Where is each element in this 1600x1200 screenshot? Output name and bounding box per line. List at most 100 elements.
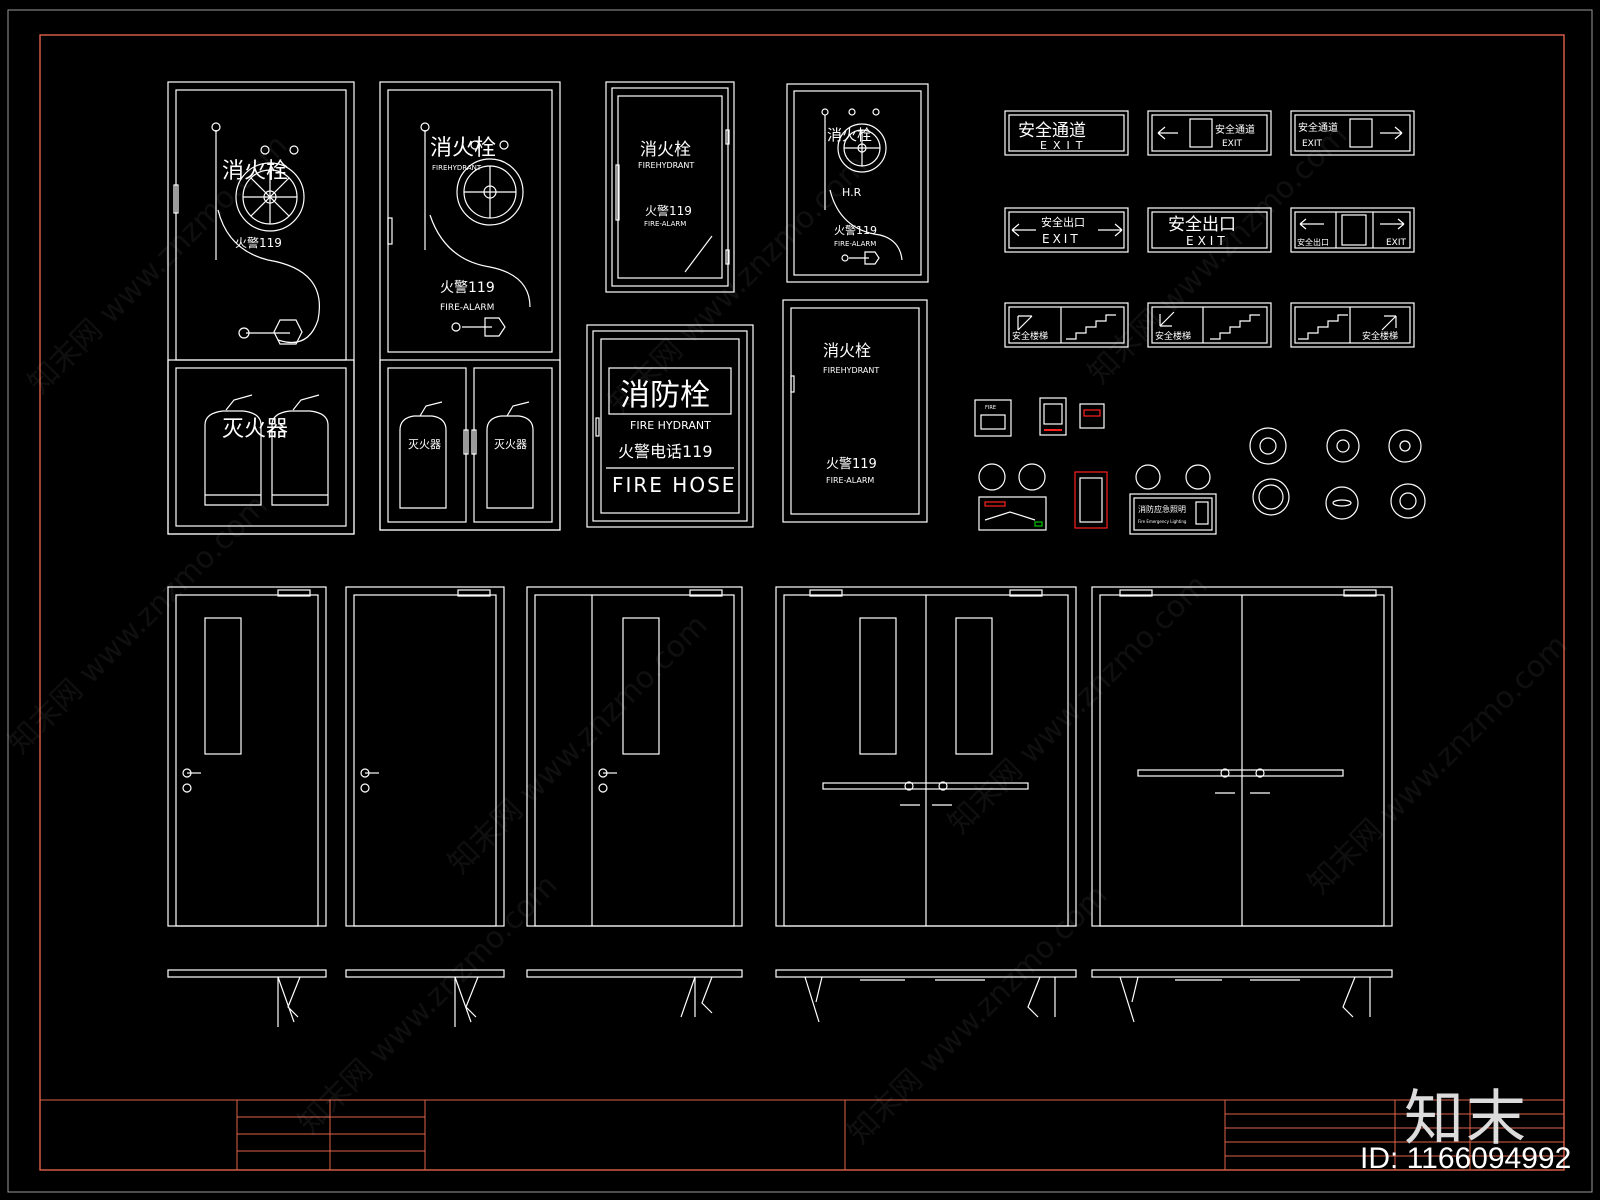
cabinet-1-alarm: 火警119 bbox=[235, 235, 282, 250]
emergency-lighting-icon: 消防应急照明 Fire Emergency Lighting bbox=[1129, 464, 1217, 535]
hydrant-reel-title: 消火栓 bbox=[827, 126, 872, 144]
smoke-detector-icons bbox=[1249, 427, 1426, 520]
title-block bbox=[40, 1099, 1564, 1170]
exit-sign-row2-2: 安全出口 EXIT bbox=[1147, 207, 1272, 253]
double-door-vision-panels bbox=[775, 586, 1077, 927]
arrow-right-icon bbox=[1380, 218, 1405, 230]
hydrant-small-subtitle: FIREHYDRANT bbox=[638, 161, 694, 170]
hydrant-small-alarm-en: FIRE-ALARM bbox=[644, 220, 686, 228]
hydrant-plain-alarm: 火警119 bbox=[826, 456, 877, 472]
stairs-icon bbox=[1066, 314, 1116, 340]
single-door-plain bbox=[345, 586, 505, 927]
stair-sign-3-cn: 安全楼梯 bbox=[1362, 330, 1398, 342]
hydrant-cabinet-small: 消火栓 FIREHYDRANT 火警119 FIRE-ALARM bbox=[605, 81, 735, 293]
cabinet-2-title: 消火栓 bbox=[430, 136, 496, 161]
exit-sign-row2-1-cn: 安全出口 bbox=[1041, 215, 1085, 229]
exit-sign-row1-3: 安全通道 EXIT bbox=[1290, 110, 1415, 156]
emergency-lighting-cn: 消防应急照明 bbox=[1138, 504, 1186, 514]
fire-hose-title: 消防栓 bbox=[620, 378, 710, 413]
cabinet-2-ext-left: 灭火器 bbox=[408, 438, 441, 451]
hydrant-reel-alarm-en: FIRE-ALARM bbox=[834, 240, 876, 248]
cabinet-2-alarm: 火警119 bbox=[440, 280, 495, 296]
stair-sign-2: 安全楼梯 bbox=[1147, 302, 1272, 348]
stairs-icon bbox=[1210, 314, 1260, 340]
emergency-twin-light-icon bbox=[978, 463, 1047, 531]
hydrant-plain-subtitle: FIREHYDRANT bbox=[823, 366, 879, 375]
image-id: ID: 1166094992 bbox=[1360, 1142, 1572, 1175]
hydrant-reel-hr: H.R bbox=[842, 186, 862, 199]
running-man-icon bbox=[1189, 118, 1213, 148]
fire-doors bbox=[167, 586, 1393, 927]
exit-sign-row2-3: 安全出口 EXIT bbox=[1290, 207, 1415, 253]
stair-sign-3: 安全楼梯 bbox=[1290, 302, 1415, 348]
exit-sign-row1-2-cn: 安全通道 bbox=[1215, 123, 1255, 136]
exit-sign-row1-1-en: EXIT bbox=[1040, 139, 1088, 152]
stair-sign-1-cn: 安全楼梯 bbox=[1012, 330, 1048, 342]
hydrant-plain-title: 消火栓 bbox=[823, 341, 871, 360]
hydrant-plain-alarm-en: FIRE-ALARM bbox=[826, 476, 874, 485]
alarm-panel-icon bbox=[1074, 471, 1108, 529]
hydrant-small-alarm: 火警119 bbox=[645, 203, 692, 218]
hydrant-reel-cabinet-small: 消火栓 H.R 火警119 FIRE-ALARM bbox=[786, 83, 929, 283]
arrow-right-icon bbox=[1098, 223, 1123, 237]
arrow-up-left-icon bbox=[1017, 315, 1033, 331]
exit-sign-row2-1-en: EXIT bbox=[1042, 232, 1081, 246]
door-plans bbox=[167, 969, 1393, 1027]
stair-sign-1: 安全楼梯 bbox=[1004, 302, 1129, 348]
cabinet-2-alarm-en: FIRE-ALARM bbox=[440, 303, 494, 313]
double-door-plain bbox=[1091, 586, 1393, 927]
hydrant-reel-alarm: 火警119 bbox=[834, 223, 877, 237]
exit-sign-row1-1-cn: 安全通道 bbox=[1018, 121, 1086, 141]
extinguisher-icon bbox=[399, 401, 534, 509]
door-plan-4 bbox=[775, 969, 1077, 1023]
fire-hose-subtitle: FIRE HYDRANT bbox=[630, 419, 711, 432]
manual-call-point-icon bbox=[1039, 397, 1067, 436]
stair-sign-2-cn: 安全楼梯 bbox=[1155, 330, 1191, 342]
fire-hose-label: FIRE HOSE bbox=[612, 473, 736, 497]
running-man-icon bbox=[1341, 214, 1367, 246]
cabinet-2-subtitle: FIREHYDRANT bbox=[432, 164, 482, 172]
hose-reel-icon bbox=[211, 122, 320, 345]
alarm-button-label: FIRE bbox=[985, 405, 996, 411]
exit-sign-row2-2-en: EXIT bbox=[1186, 234, 1229, 248]
hydrant-small-title: 消火栓 bbox=[640, 140, 691, 160]
brand-logo: 知末 bbox=[1404, 1084, 1528, 1154]
fire-hose-box: 消防栓 FIRE HYDRANT 火警电话119 FIRE HOSE bbox=[586, 324, 754, 528]
arrow-up-right-icon bbox=[1381, 315, 1397, 331]
drawing-frame bbox=[39, 34, 1565, 1171]
door-plan-3 bbox=[526, 969, 743, 1018]
hose-reel-icon bbox=[420, 122, 531, 337]
hydrant-cabinet-plain: 消火栓 FIREHYDRANT 火警119 FIRE-ALARM bbox=[782, 299, 928, 523]
exit-sign-row2-3-en: EXIT bbox=[1386, 238, 1407, 248]
extinguisher-icon bbox=[204, 394, 329, 506]
unequal-double-door bbox=[526, 586, 743, 927]
outer-border bbox=[7, 9, 1593, 1193]
arrow-left-icon bbox=[1299, 218, 1324, 230]
exit-sign-row2-2-cn: 安全出口 bbox=[1168, 215, 1236, 235]
exit-sign-row1-1: 安全通道 EXIT bbox=[1004, 110, 1129, 156]
alarm-module-icon bbox=[1079, 403, 1105, 429]
door-plan-1 bbox=[167, 969, 327, 1027]
cabinet-2-ext-right: 灭火器 bbox=[494, 438, 527, 451]
fire-devices: FIRE 消防应急照明 Fire Emergency Lighting bbox=[974, 397, 1426, 535]
hose-reel-cabinet-1: 消火栓 火警119 灭火器 bbox=[167, 81, 355, 535]
arrow-left-icon bbox=[1011, 223, 1036, 237]
exit-sign-row2-1: 安全出口 EXIT bbox=[1004, 207, 1129, 253]
arrow-right-icon bbox=[1380, 126, 1403, 140]
exit-sign-row1-3-cn: 安全通道 bbox=[1298, 121, 1338, 134]
exit-sign-row1-2: 安全通道 EXIT bbox=[1147, 110, 1272, 156]
emergency-lighting-en: Fire Emergency Lighting bbox=[1138, 519, 1187, 524]
exit-sign-row2-3-cn: 安全出口 bbox=[1297, 237, 1329, 247]
door-plan-5 bbox=[1091, 969, 1393, 1023]
exit-sign-row1-3-en: EXIT bbox=[1302, 139, 1323, 149]
exit-sign-row1-2-en: EXIT bbox=[1222, 139, 1243, 149]
running-man-icon bbox=[1349, 118, 1373, 148]
fire-alarm-button-icon: FIRE bbox=[974, 399, 1012, 437]
door-plan-2 bbox=[345, 969, 505, 1027]
single-door-vision-panel bbox=[167, 586, 327, 927]
cabinet-1-title: 消火栓 bbox=[222, 159, 288, 184]
arrow-left-icon bbox=[1157, 126, 1178, 140]
exit-signs: 安全通道 EXIT 安全通道 EXIT 安全通道 EXIT 安全出口 EXIT bbox=[1004, 110, 1415, 348]
arrow-down-left-icon bbox=[1159, 311, 1175, 327]
